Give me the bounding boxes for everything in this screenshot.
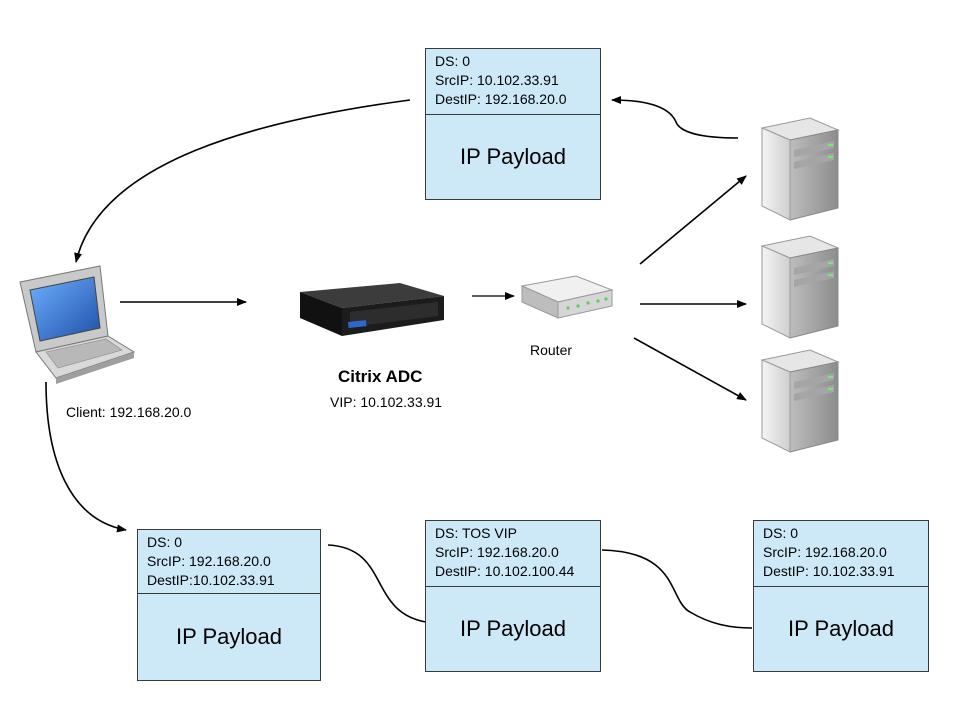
server-icon [760, 235, 840, 339]
arrow-router-to-server-top [639, 175, 747, 265]
packet-client-request: DS: 0 SrcIP: 192.168.20.0 DestIP:10.102.… [137, 529, 321, 681]
arrow-client-to-request-packet [45, 381, 127, 533]
packet-ds: DS: 0 [147, 534, 183, 550]
packet-dest-ip: DestIP: 10.102.100.44 [435, 563, 575, 579]
packet-ds: DS: 0 [763, 525, 799, 541]
packet-src-ip: SrcIP: 192.168.20.0 [147, 553, 271, 569]
server-icon [760, 117, 840, 221]
packet-header: DS: 0 SrcIP: 192.168.20.0 DestIP: 10.102… [754, 521, 928, 587]
adc-vip-label: VIP: 10.102.33.91 [330, 394, 443, 410]
arrow-response-packet-to-client [74, 99, 411, 263]
arrow-server-to-response-packet [611, 96, 739, 139]
server-icon [760, 349, 840, 453]
laptop-icon [19, 265, 136, 384]
packet-dest-ip: DestIP: 192.168.20.0 [435, 91, 567, 107]
packet-payload: IP Payload [459, 616, 566, 641]
citrix-adc-appliance-icon [300, 283, 444, 336]
packet-dest-ip: DestIP: 10.102.33.91 [763, 563, 895, 579]
packet-header: DS: 0 SrcIP: 10.102.33.91 DestIP: 192.16… [426, 49, 600, 115]
connector-forward-to-server-packet [601, 549, 753, 629]
packet-payload: IP Payload [175, 624, 282, 649]
packet-response: DS: 0 SrcIP: 10.102.33.91 DestIP: 192.16… [425, 48, 601, 200]
packet-ds: DS: 0 [435, 53, 471, 69]
client-label: Client: 192.168.20.0 [66, 404, 192, 420]
packet-payload: IP Payload [459, 144, 566, 169]
packet-header: DS: TOS VIP SrcIP: 192.168.20.0 DestIP: … [426, 521, 600, 587]
packet-adc-forward: DS: TOS VIP SrcIP: 192.168.20.0 DestIP: … [425, 520, 601, 672]
packet-server-side: DS: 0 SrcIP: 192.168.20.0 DestIP: 10.102… [753, 520, 929, 672]
adc-name-label: Citrix ADC [338, 367, 423, 386]
packet-src-ip: SrcIP: 192.168.20.0 [763, 544, 887, 560]
arrow-router-to-server-bottom [633, 337, 747, 401]
packet-payload: IP Payload [787, 616, 894, 641]
packet-src-ip: SrcIP: 10.102.33.91 [435, 72, 559, 88]
packet-src-ip: SrcIP: 192.168.20.0 [435, 544, 559, 560]
packet-header: DS: 0 SrcIP: 192.168.20.0 DestIP:10.102.… [138, 530, 320, 594]
router-icon [520, 275, 614, 319]
connector-request-to-forward-packet [327, 544, 427, 623]
packet-ds: DS: TOS VIP [435, 525, 517, 541]
packet-dest-ip: DestIP:10.102.33.91 [147, 572, 275, 588]
router-label: Router [530, 342, 573, 358]
